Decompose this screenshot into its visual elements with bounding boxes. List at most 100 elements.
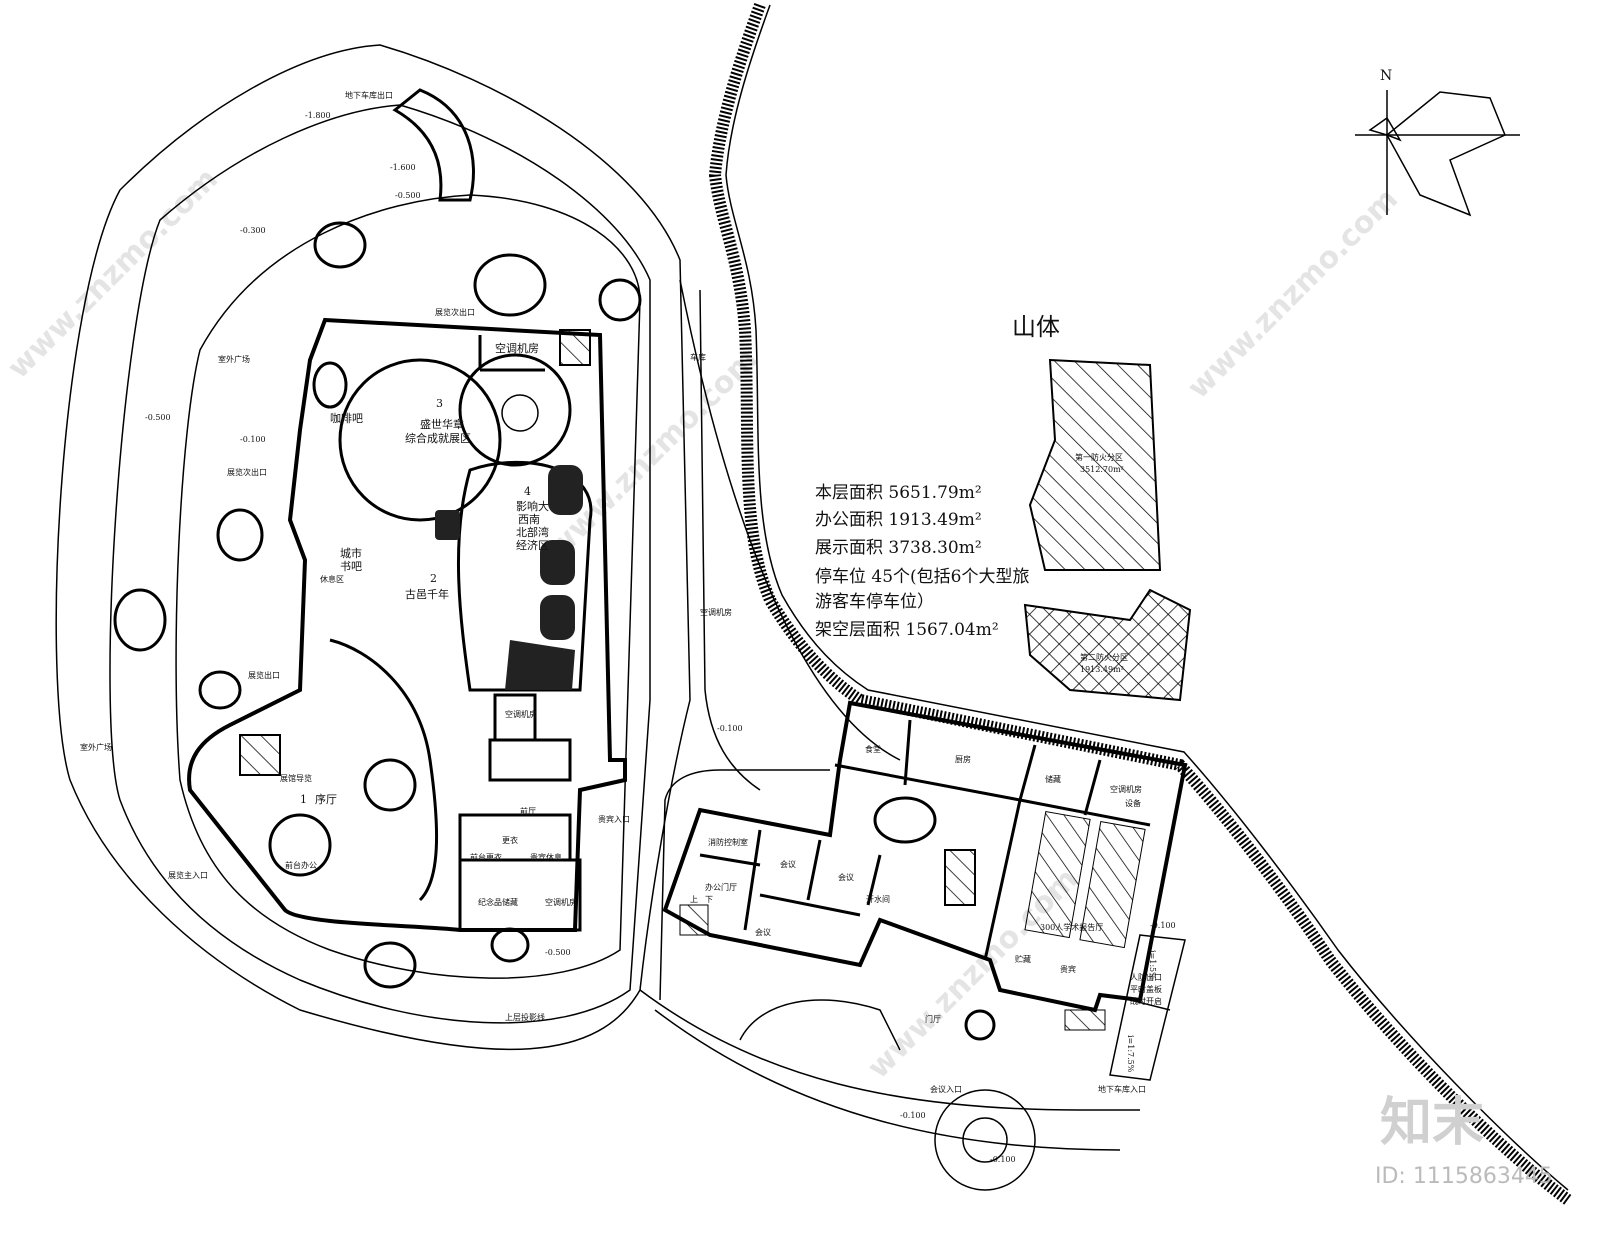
zone4-name-3: 北部湾 [516, 525, 549, 539]
label-auditorium: 300人学术报告厅 [1040, 922, 1103, 932]
zone3-subtitle: 综合成就展区 [405, 431, 471, 445]
zone3-name: 盛世华章 [420, 417, 464, 431]
watermark-text: www.znzmo.com [1181, 182, 1405, 406]
label-plaza-1: 室外广场 [218, 354, 250, 364]
label-secondary-exit-top: 展览次出口 [435, 307, 475, 317]
label-exit: 展览出口 [248, 670, 280, 680]
guide-stairs [239, 734, 281, 776]
stat-floor-area: 本层面积 5651.79m² [815, 483, 982, 503]
level-mark: -0.500 [145, 413, 171, 422]
label-ac-room-road: 空调机房 [700, 607, 732, 617]
label-ac-room-mid: 空调机房 [505, 709, 537, 719]
fire-zone-1: 第一防火分区 3512.70m² [1028, 358, 1162, 571]
zone2-name: 古邑千年 [405, 587, 449, 601]
level-mark: -0.100 [990, 1155, 1016, 1164]
stat-exhibit-area: 展示面积 3738.30m² [815, 538, 982, 558]
label-front-change: 前台更衣 [470, 852, 502, 862]
zone4-name-1: 影响大 [516, 499, 549, 513]
mountain-label: 山体 [1012, 313, 1060, 341]
fire-zone-1-label: 第一防火分区 [1075, 452, 1123, 462]
zone4-number: 4 [524, 485, 531, 498]
label-store: 贮藏 [1015, 954, 1031, 964]
label-meeting-2: 会议 [838, 872, 854, 882]
level-mark: -0.100 [240, 435, 266, 444]
label-boiler: 开水间 [866, 894, 890, 904]
label-upper-projection: 上层投影线 [505, 1012, 545, 1022]
label-cafe: 咖啡吧 [330, 411, 363, 425]
level-marks: -1.800 -1.600 -0.500 -0.300 -0.500 -0.10… [145, 111, 1176, 1164]
label-civil-defense-2: 平时盖板 [1130, 984, 1162, 994]
stat-office-area: 办公面积 1913.49m² [815, 510, 982, 530]
restrooms [944, 849, 976, 906]
label-civil-defense: 人防出口 [1130, 972, 1162, 982]
label-city-library-2: 书吧 [340, 560, 362, 573]
label-vip: 贵宾 [1060, 964, 1076, 974]
garage-ramp [392, 88, 475, 202]
zone3-number: 3 [436, 397, 443, 410]
label-ac-room-top: 空调机房 [495, 341, 539, 355]
stat-parking: 停车位 45个(包括6个大型旅 [815, 567, 1029, 587]
label-fire-control: 消防控制室 [708, 837, 748, 847]
label-plaza-2: 室外广场 [80, 742, 112, 752]
label-vip-entrance: 贵宾入口 [598, 814, 630, 824]
pebble-gardens [435, 465, 583, 690]
fire-zone-1-area: 3512.70m² [1080, 465, 1124, 474]
label-garage-exit: 地下车库出口 [345, 90, 393, 100]
label-meeting-entrance: 会议入口 [930, 1084, 962, 1094]
office-labels: 食堂 厨房 储藏 空调机房 设备 消防控制室 办公门厅 会议 会议 会议 开水间… [690, 744, 1162, 1094]
label-city-library: 城市 [340, 546, 362, 560]
label-ac-room: 空调机房 [1110, 784, 1142, 794]
level-mark: -0.100 [717, 724, 743, 733]
label-meeting-1: 会议 [780, 859, 796, 869]
brand-watermark: 知末 ID: 1115863445 [1375, 1093, 1553, 1189]
label-souvenir: 纪念品储藏 [478, 897, 518, 907]
area-statistics: 本层面积 5651.79m² 办公面积 1913.49m² 展示面积 3738.… [815, 483, 1029, 640]
level-mark: -0.500 [395, 191, 421, 200]
label-office-lobby: 办公门厅 [705, 882, 737, 892]
zone4-name-2: 西南 [518, 513, 540, 526]
label-equipment: 设备 [1125, 798, 1141, 808]
level-mark: -0.100 [900, 1111, 926, 1120]
watermark-pattern: www.znzmo.com www.znzmo.com www.znzmo.co… [1, 162, 1405, 1086]
north-label: N [1380, 68, 1392, 84]
label-storage: 储藏 [1045, 774, 1061, 784]
label-garage: 车库 [690, 352, 706, 362]
label-front-office: 前台办公 [285, 860, 317, 870]
label-meeting-3: 会议 [755, 927, 771, 937]
level-mark: -1.600 [390, 163, 416, 172]
label-garage-entrance: 地下车库入口 [1098, 1084, 1146, 1094]
label-rest-area: 休息区 [320, 574, 344, 584]
stat-parking-cont: 游客车停车位） [815, 592, 934, 612]
label-main-entrance: 展览主入口 [168, 870, 208, 880]
label-canteen: 食堂 [865, 744, 881, 754]
office-atrium-pod [873, 796, 937, 844]
outdoor-pods [113, 221, 642, 989]
stat-stilt-area: 架空层面积 1567.04m² [815, 620, 999, 640]
label-secondary-exit-left: 展览次出口 [227, 467, 267, 477]
exhibition-labels: 地下车库出口 展览次出口 展览次出口 展览出口 展览主入口 室外广场 室外广场 … [80, 90, 732, 1022]
label-lobby: 序厅 [315, 792, 337, 806]
zone3-drum [338, 358, 502, 522]
label-ac-room-bottom: 空调机房 [545, 897, 577, 907]
level-mark: -1.800 [305, 111, 331, 120]
label-kitchen: 厨房 [955, 754, 971, 764]
label-up: 上 [690, 895, 698, 904]
label-slope-1: i=1:5% [1148, 950, 1157, 980]
label-down: 下 [705, 895, 713, 904]
level-mark: -0.300 [240, 226, 266, 235]
mountain-edge [708, 2, 1572, 1205]
level-mark: -0.500 [545, 948, 571, 957]
watermark-text: www.znzmo.com [541, 342, 765, 566]
fire-zone-2-label: 第二防火分区 [1080, 652, 1128, 662]
label-doorway: 门厅 [925, 1014, 941, 1024]
roundabout [934, 1089, 1036, 1191]
auditorium-seating [1024, 810, 1146, 949]
brand-logo: 知末 [1380, 1093, 1484, 1153]
zone1-number: 1 [300, 793, 307, 806]
zone2-number: 2 [430, 572, 437, 585]
label-civil-defense-3: 战时开启 [1130, 996, 1162, 1006]
label-guide: 展馆导览 [280, 773, 312, 783]
label-vip-rest: 贵宾休息 [530, 852, 562, 862]
label-slope-2: i=1:7.5% [1126, 1035, 1135, 1073]
